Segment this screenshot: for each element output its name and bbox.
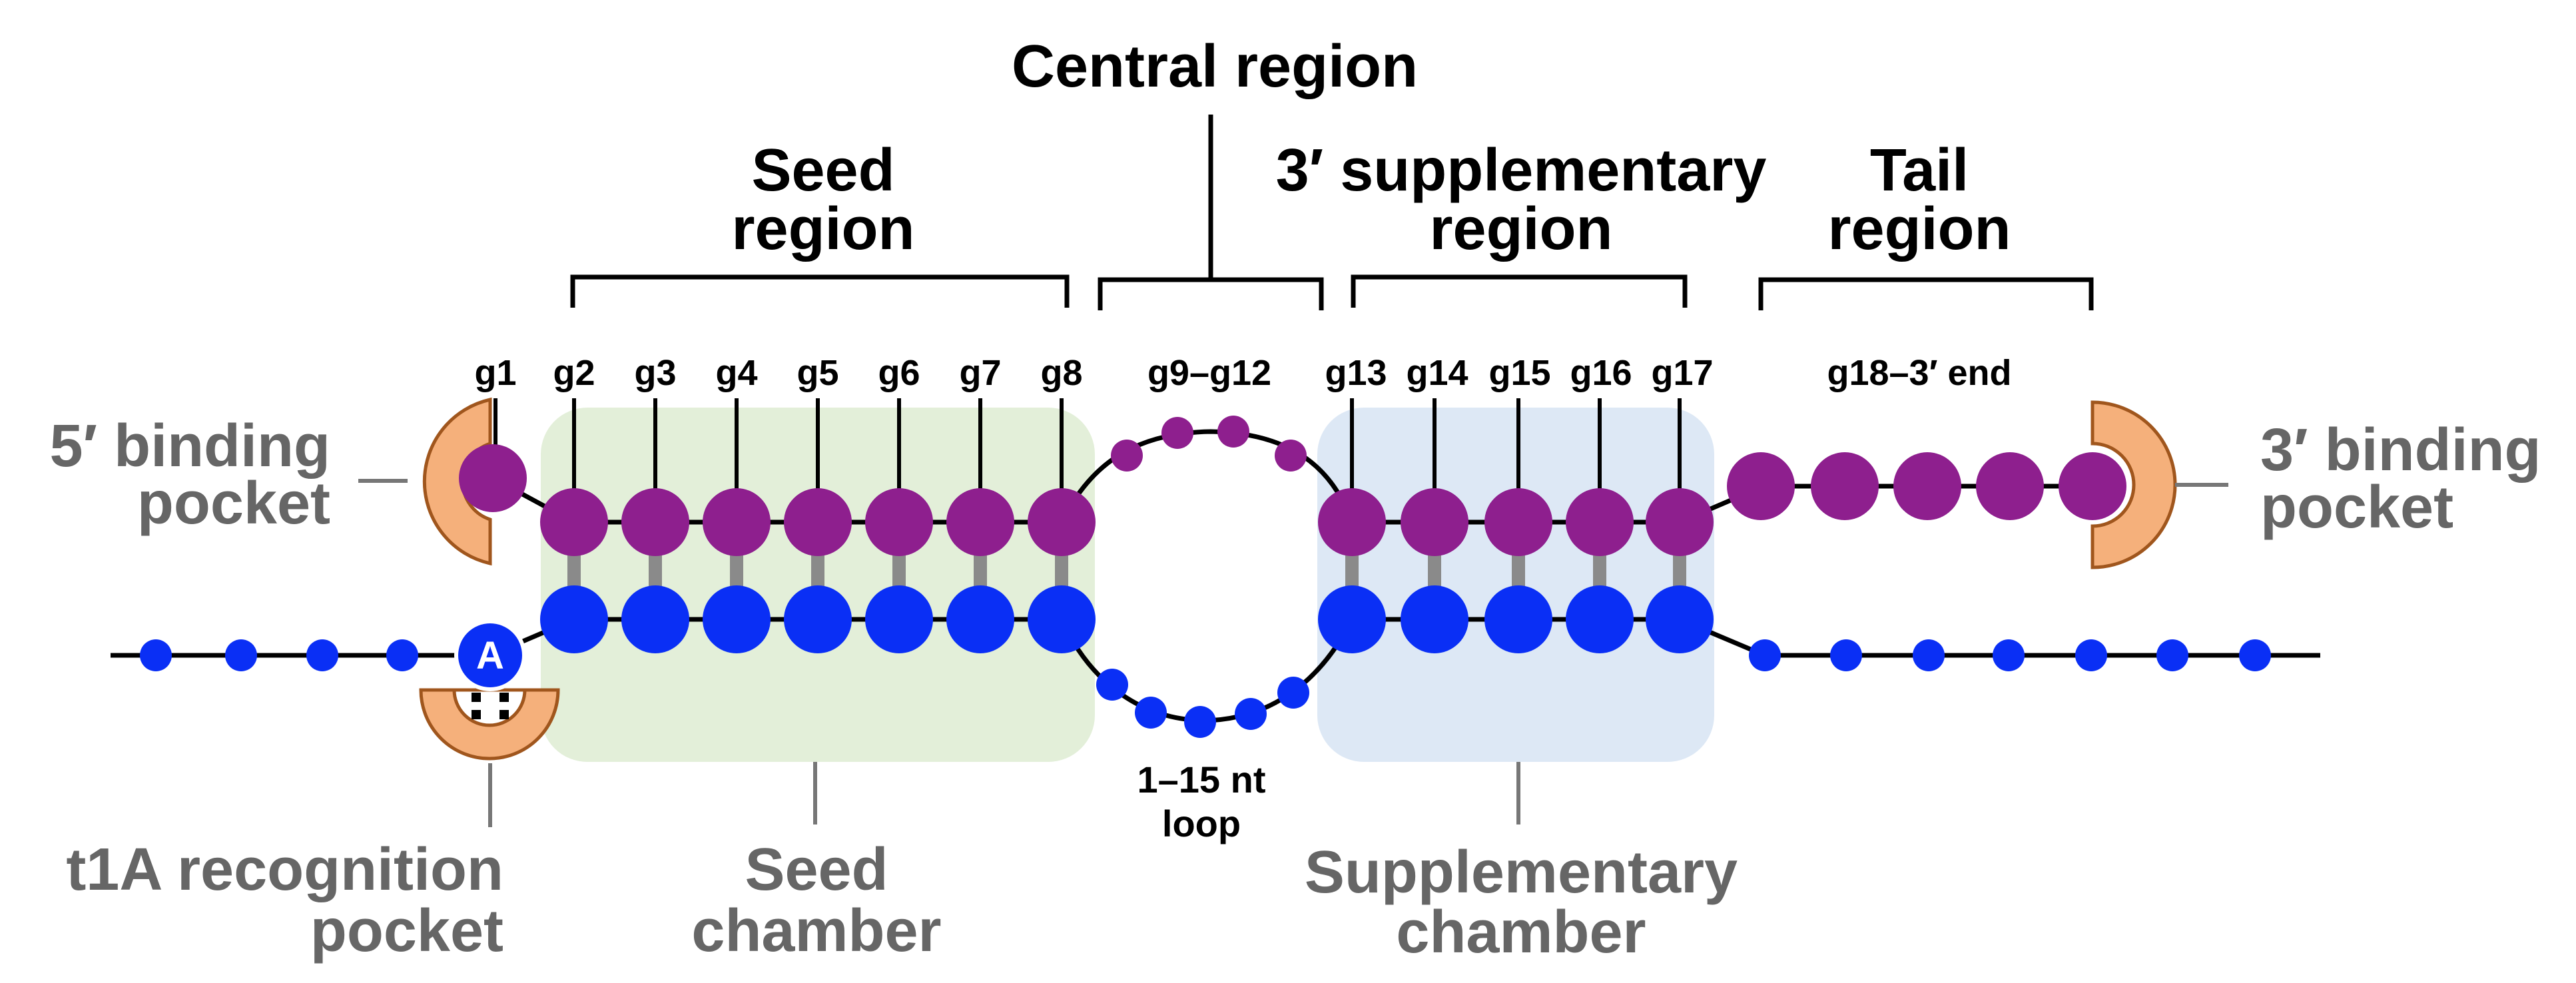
- central-region-bracket: [1098, 115, 1324, 310]
- target-nt-t6: [865, 585, 933, 653]
- target-flank-nt: [386, 639, 418, 671]
- target-nt-t16: [1566, 585, 1634, 653]
- target-flank-nt: [306, 639, 338, 671]
- target-loop-nt: [1277, 677, 1309, 709]
- five-prime-pocket-label-line2: pocket: [137, 470, 330, 537]
- guide-nt-g5: [784, 488, 852, 556]
- label-g14: g14: [1406, 353, 1468, 393]
- guide-loop-nt: [1161, 417, 1193, 449]
- guide-tail-nt: [1811, 452, 1879, 520]
- guide-loop-nt: [1217, 416, 1249, 448]
- three-prime-binding-pocket: [2091, 400, 2177, 569]
- seed-chamber-label-line2: chamber: [691, 898, 941, 964]
- five-prime-pocket-label-line1: 5′ binding: [49, 413, 330, 480]
- guide-nt-g7: [946, 488, 1014, 556]
- t1a-pocket-label-line1: t1A recognition: [66, 836, 503, 903]
- guide-loop-nt: [1111, 440, 1143, 472]
- guide-nt-g14: [1401, 488, 1468, 556]
- target-loop-nt: [1135, 697, 1167, 729]
- tail-region-title-line1: Tail: [1870, 137, 1969, 204]
- label-g13: g13: [1325, 353, 1387, 393]
- target-nucleotides: [140, 585, 2271, 738]
- pocket-leader-lines: [358, 479, 2228, 827]
- label-g8: g8: [1040, 353, 1082, 393]
- label-g5: g5: [797, 353, 838, 393]
- guide-position-labels: g1 g2 g3 g4 g5 g6 g7 g8 g9–g12 g13 g14 g…: [474, 353, 2011, 393]
- label-g3: g3: [634, 353, 676, 393]
- target-loop-nt: [1096, 669, 1128, 701]
- target-nt-t7: [946, 585, 1014, 653]
- guide-nucleotides: [459, 416, 2126, 556]
- label-g17: g17: [1651, 353, 1713, 393]
- target-flank-nt: [1993, 639, 2025, 671]
- seed-region-bracket: [570, 274, 1070, 308]
- label-g15: g15: [1488, 353, 1550, 393]
- tail-region-bracket: [1758, 277, 2094, 310]
- target-nt-t1a: [454, 619, 526, 691]
- target-nt-t14: [1401, 585, 1468, 653]
- guide-nt-3-end: [2059, 452, 2126, 520]
- label-g16: g16: [1570, 353, 1632, 393]
- label-g1: g1: [474, 353, 516, 393]
- label-g2: g2: [553, 353, 595, 393]
- target-flank-nt: [225, 639, 257, 671]
- central-region-title: Central region: [1012, 33, 1418, 100]
- supplementary-region-title-line1: 3′ supplementary: [1276, 137, 1767, 204]
- guide-loop-nt: [1275, 440, 1307, 472]
- target-flank-nt: [1913, 639, 1945, 671]
- target-nt-t17: [1646, 585, 1714, 653]
- t1a-recognition-pocket: [419, 688, 560, 761]
- seed-region-title-line1: Seed: [751, 137, 894, 204]
- supplementary-region-title-line2: region: [1429, 196, 1612, 262]
- three-prime-pocket-label-line2: pocket: [2260, 474, 2453, 541]
- target-nt-t4: [703, 585, 771, 653]
- guide-nt-g15: [1484, 488, 1552, 556]
- target-nt-t5: [784, 585, 852, 653]
- guide-tail-nt: [1976, 452, 2044, 520]
- supplementary-region-bracket: [1351, 274, 1688, 308]
- three-prime-pocket-label-line1: 3′ binding: [2260, 417, 2541, 484]
- guide-tail-nt: [1727, 452, 1795, 520]
- target-nt-t3: [621, 585, 689, 653]
- seed-region-title-line2: region: [731, 196, 914, 262]
- guide-nt-g3: [621, 488, 689, 556]
- t1a-base-label: A: [476, 634, 504, 677]
- loop-label-line2: loop: [1162, 803, 1241, 844]
- label-g7: g7: [959, 353, 1001, 393]
- target-nt-t2: [540, 585, 608, 653]
- target-loop-nt: [1184, 706, 1216, 738]
- guide-nt-g8: [1028, 488, 1096, 556]
- target-flank-nt: [1749, 639, 1781, 671]
- tail-region-title-line2: region: [1827, 196, 2011, 262]
- guide-nt-g6: [865, 488, 933, 556]
- supplementary-chamber-label-line2: chamber: [1396, 899, 1646, 966]
- target-flank-nt: [2239, 639, 2271, 671]
- target-nt-t15: [1484, 585, 1552, 653]
- guide-tail-nt: [1893, 452, 1961, 520]
- label-g9-g12: g9–g12: [1147, 353, 1271, 393]
- target-nt-t13: [1318, 585, 1386, 653]
- target-flank-nt: [2156, 639, 2188, 671]
- t1a-hydrogen-bond-dots: [472, 693, 509, 719]
- target-nt-t8: [1028, 585, 1096, 653]
- guide-nt-g2: [540, 488, 608, 556]
- label-g18-3end: g18–3′ end: [1827, 353, 2011, 393]
- t1a-pocket-label-line2: pocket: [310, 898, 503, 964]
- label-g6: g6: [878, 353, 920, 393]
- guide-nt-g16: [1566, 488, 1634, 556]
- target-flank-nt: [1830, 639, 1862, 671]
- guide-nt-g1: [459, 444, 527, 512]
- guide-nt-g13: [1318, 488, 1386, 556]
- label-g4: g4: [715, 353, 757, 393]
- guide-nt-g4: [703, 488, 771, 556]
- target-flank-nt: [2075, 639, 2107, 671]
- loop-label-line1: 1–15 nt: [1137, 759, 1266, 801]
- supplementary-chamber-label-line1: Supplementary: [1305, 839, 1738, 906]
- target-loop-nt: [1235, 698, 1267, 730]
- target-flank-nt: [140, 639, 172, 671]
- seed-chamber-label-line1: Seed: [745, 836, 888, 903]
- guide-nt-g17: [1646, 488, 1714, 556]
